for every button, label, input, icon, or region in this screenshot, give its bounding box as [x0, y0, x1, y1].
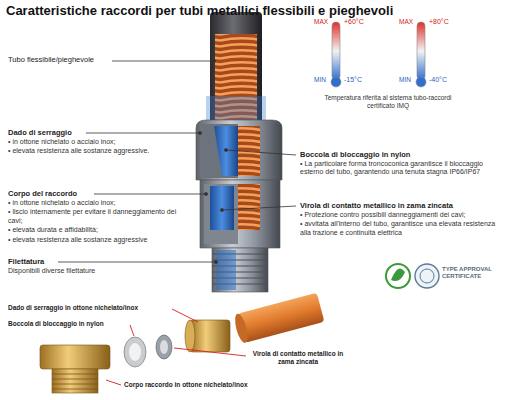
note: Temperatura riferita al sistema tubo-rac… — [318, 94, 458, 110]
fitting-cutaway-part — [200, 180, 280, 248]
fitting-cutaway-part — [200, 124, 238, 178]
thermometer-part — [417, 22, 425, 80]
leader-line-part — [130, 325, 134, 336]
leader-line-part — [94, 194, 206, 195]
fitting-cutaway-part — [238, 184, 260, 230]
exploded-parts-part — [129, 343, 141, 361]
bullet-text: • elevata durata e affidabilità; — [8, 226, 188, 234]
bullet-text: • in ottone nichelato o acciaio inox; — [8, 138, 188, 146]
temp-value: +60°C — [344, 18, 374, 26]
logo-part — [415, 264, 439, 288]
temp-label: MIN — [399, 76, 417, 84]
exploded-parts-part — [52, 374, 98, 389]
leader-line-part — [221, 209, 224, 212]
logo-part — [386, 264, 410, 288]
part-heading: Corpo del raccordo — [8, 189, 94, 198]
bullet-text: • elevata resistenza alle sostanze aggre… — [8, 236, 188, 244]
exploded-parts-part — [233, 293, 325, 344]
part-heading: Filettatura — [8, 257, 58, 266]
leader-line-part — [213, 60, 216, 63]
thermometer-part — [416, 77, 426, 87]
leader-line-part — [174, 348, 246, 356]
fitting-cutaway-part — [212, 248, 268, 292]
exploded-parts-part — [52, 369, 98, 393]
leader-line-part — [172, 309, 198, 322]
part-heading: Dado di serraggio — [8, 128, 86, 137]
part-heading: Virola di contatto metallico in zama zin… — [300, 201, 505, 210]
exploded-parts-part — [156, 335, 172, 359]
thermometer-part — [332, 22, 340, 80]
leader-line-part — [226, 150, 296, 155]
part-label: Boccola di bloccaggio in nylon — [8, 320, 130, 328]
bullet-text: • liscio internamente per evitare il dan… — [8, 208, 188, 225]
bullet-text: Disponibili diverse filettature — [8, 267, 188, 275]
exploded-parts-part — [237, 293, 324, 343]
leader-line — [106, 309, 246, 385]
bullet-text: • avvitata all'interno del tubo, garanti… — [300, 220, 505, 237]
bullet-text: • La particolare forma troncoconica gara… — [300, 160, 505, 177]
temp-label: MAX — [314, 18, 332, 26]
leader-line-part — [225, 149, 228, 152]
part-label: Tubo flessibile/pieghevole — [8, 55, 112, 64]
logo-part — [391, 268, 405, 281]
thermometer — [331, 22, 426, 87]
part-label: Virola di contatto metallico in zama zin… — [248, 350, 348, 366]
logo-part — [420, 269, 434, 283]
leader-line-part — [86, 133, 200, 134]
title: Caratteristiche raccordi per tubi metall… — [6, 3, 506, 19]
fitting-cutaway-part — [196, 120, 282, 180]
temp-label: MAX — [399, 18, 417, 26]
thermometer-part — [331, 77, 341, 87]
exploded-parts-part — [185, 320, 195, 352]
exploded-parts-part — [124, 337, 146, 367]
logo — [386, 264, 439, 288]
bullet-text: • in ottone nichelato o acciaio inox; — [8, 199, 188, 207]
exploded-parts-part — [190, 320, 230, 352]
fitting-cutaway-part — [204, 184, 238, 244]
fitting-cutaway — [196, 12, 282, 292]
bullet-text: • elevata resistenza alle sostanze aggre… — [8, 147, 188, 155]
leader-line-part — [58, 262, 216, 263]
leader-line-part — [199, 132, 202, 135]
certificate-text: TYPE APPROVAL CERTIFICATE — [442, 266, 504, 280]
bullet-text: • Protezione contro possibili danneggiam… — [300, 211, 505, 219]
temp-value: -15°C — [344, 76, 374, 84]
part-label: Corpo raccordo in ottone nichelato/inox — [124, 381, 294, 389]
exploded-parts-part — [233, 313, 250, 345]
leader-line-part — [205, 193, 208, 196]
exploded-parts-part — [40, 345, 110, 369]
fitting-cutaway-part — [216, 250, 236, 290]
temp-value: -40°C — [429, 76, 459, 84]
part-label: Dado di serraggio in ottone nichelato/in… — [8, 304, 172, 312]
leader-line-part — [106, 380, 121, 385]
leader-line-part — [222, 206, 296, 210]
fitting-cutaway-part — [210, 186, 234, 230]
temp-value: +80°C — [429, 18, 459, 26]
leader-line-part — [215, 261, 218, 264]
exploded-parts-part — [160, 340, 168, 354]
part-heading: Boccola di bloccaggio in nylon — [300, 150, 505, 159]
leader-line-part — [112, 61, 214, 62]
temp-label: MIN — [314, 76, 332, 84]
